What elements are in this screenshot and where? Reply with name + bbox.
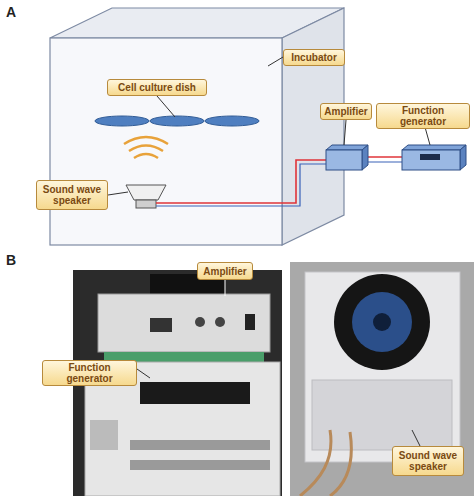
amplifier-switch xyxy=(150,318,172,332)
label-box: Function generator xyxy=(42,360,137,386)
leader-line xyxy=(157,96,175,117)
incubator-front xyxy=(50,38,282,245)
label-box: Amplifier xyxy=(197,262,253,280)
cable xyxy=(330,432,351,496)
sound-wave xyxy=(129,146,163,152)
sound-wave xyxy=(134,154,158,158)
amplifier-jack xyxy=(195,317,205,327)
amplifier-box xyxy=(362,145,368,170)
generator-box xyxy=(402,150,460,170)
label-text: Amplifier xyxy=(203,266,246,277)
leader-line xyxy=(108,192,128,195)
generator-box xyxy=(402,145,466,150)
culture-dish xyxy=(95,116,149,126)
label-text: Sound wave speaker xyxy=(40,184,104,206)
speaker-icon xyxy=(136,200,156,208)
label-text: Sound wave speaker xyxy=(396,450,460,472)
wire xyxy=(156,164,326,206)
label-box: Incubator xyxy=(283,49,345,66)
speaker-enclosure xyxy=(312,380,452,450)
generator-buttons xyxy=(130,460,270,470)
speaker-cap xyxy=(373,313,391,331)
amplifier-box xyxy=(326,145,368,150)
leader-line xyxy=(225,280,226,296)
sound-wave xyxy=(124,137,168,144)
label-box: Function generator xyxy=(376,103,470,129)
speaker-icon xyxy=(126,185,166,200)
label-text: Function generator xyxy=(380,105,466,127)
label-box: Cell culture dish xyxy=(107,79,207,96)
label-text: Cell culture dish xyxy=(118,82,196,93)
leader-line xyxy=(344,120,346,145)
label-text: Function generator xyxy=(46,362,133,384)
leader-line xyxy=(412,430,420,446)
label-box: Sound wave speaker xyxy=(392,446,464,476)
amplifier-jack xyxy=(215,317,225,327)
label-text: Incubator xyxy=(291,52,337,63)
culture-dish xyxy=(205,116,259,126)
label-text: Amplifier xyxy=(324,106,367,117)
photo-background xyxy=(290,262,474,496)
generator-box xyxy=(460,145,466,170)
speaker-enclosure xyxy=(305,272,460,462)
generator-connectors xyxy=(90,420,118,450)
generator-display xyxy=(420,154,440,160)
power-switch xyxy=(245,314,255,330)
amplifier-box xyxy=(326,150,362,170)
speaker-cone xyxy=(334,274,430,370)
panel-letter: A xyxy=(6,4,16,20)
generator-display xyxy=(140,382,250,404)
label-box: Amplifier xyxy=(320,103,372,120)
generator-buttons xyxy=(130,440,270,450)
panel-letter: B xyxy=(6,252,16,268)
incubator-side xyxy=(282,8,344,245)
culture-dish xyxy=(150,116,204,126)
leader-line xyxy=(137,369,150,378)
leader-line xyxy=(268,57,283,66)
amplifier-photo xyxy=(98,294,270,352)
cable xyxy=(300,430,331,496)
label-box: Sound wave speaker xyxy=(36,180,108,210)
speaker-cone xyxy=(352,292,412,352)
